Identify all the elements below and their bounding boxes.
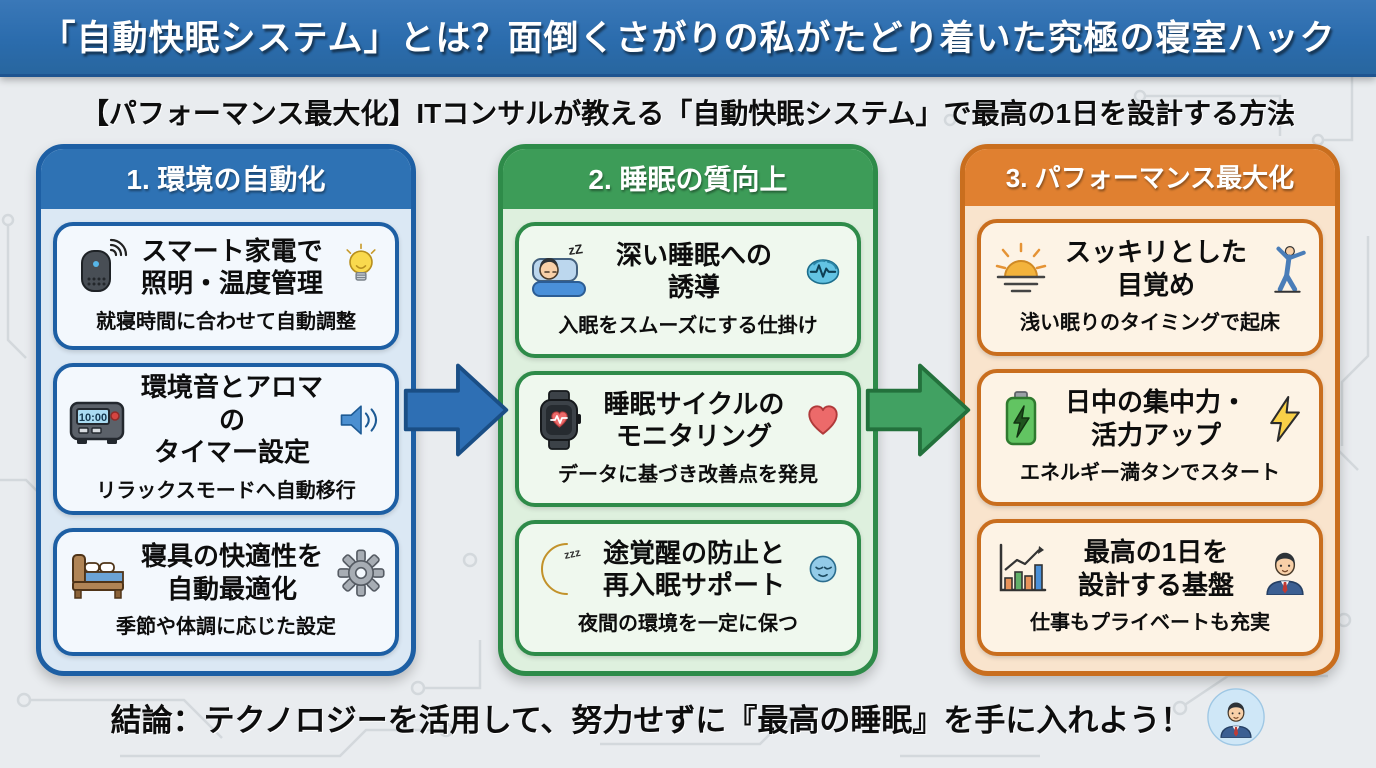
light-bulb-icon bbox=[346, 243, 376, 281]
card-title: 睡眠サイクルの モニタリング bbox=[603, 388, 785, 452]
panel-header: 2. 睡眠の質向上 bbox=[503, 149, 873, 209]
card-row: スマート家電で 照明・温度管理 bbox=[65, 235, 387, 300]
card-row: 10:00 環境音とアロマの タイマー設定 bbox=[65, 371, 387, 469]
card-row: 最高の1日を 設計する基盤 bbox=[989, 536, 1311, 601]
battery-icon bbox=[1005, 390, 1037, 445]
card-row: 日中の集中力・ 活力アップ bbox=[989, 386, 1311, 451]
panel-body: スマート家電で 照明・温度管理 bbox=[41, 209, 411, 671]
lightning-bolt-icon bbox=[1270, 395, 1300, 442]
card-title: 最高の1日を 設計する基盤 bbox=[1077, 537, 1234, 600]
stretching-person-icon bbox=[1274, 245, 1306, 293]
panel-body: スッキリとした 目覚め 浅い眠りのタイミングで起床 bbox=[965, 206, 1335, 671]
digital-clock-icon: 10:00 bbox=[69, 401, 125, 444]
card-row: zZ 深い睡眠への 誘導 bbox=[527, 239, 849, 304]
card-refreshing-wakeup: スッキリとした 目覚め 浅い眠りのタイミングで起床 bbox=[977, 219, 1323, 356]
consultant-avatar-icon bbox=[1207, 688, 1266, 746]
gear-icon bbox=[337, 549, 385, 597]
smart-speaker-icon bbox=[81, 239, 128, 293]
card-caption: 浅い眠りのタイミングで起床 bbox=[1020, 312, 1280, 334]
card-row: 寝具の快適性を 自動最適化 bbox=[65, 540, 387, 605]
card-title: スマート家電で 照明・温度管理 bbox=[140, 235, 323, 299]
arrow-right-green-icon bbox=[865, 363, 971, 457]
card-sound-aroma-timer: 10:00 環境音とアロマの タイマー設定 bbox=[53, 363, 399, 515]
arrow-wrap bbox=[865, 144, 971, 676]
card-daytime-focus-energy: 日中の集中力・ 活力アップ エネルギー満タンでスタート bbox=[977, 369, 1323, 506]
title-bar: 「自動快眠システム」とは？面倒くさがりの私がたどり着いた究極の寝室ハック bbox=[0, 0, 1376, 77]
main-title: 「自動快眠システム」とは？面倒くさがりの私がたどり着いた究極の寝室ハック bbox=[40, 19, 1336, 58]
card-caption: 季節や体調に応じた設定 bbox=[116, 616, 336, 639]
panel-header: 1. 環境の自動化 bbox=[41, 149, 411, 209]
card-title: 寝具の快適性を 自動最適化 bbox=[140, 541, 323, 604]
card-smart-appliance: スマート家電で 照明・温度管理 bbox=[53, 222, 399, 351]
card-title: 深い睡眠への 誘導 bbox=[615, 239, 772, 303]
card-night-waking-prevention: zzz 途覚醒の防止と 再入眠サポート 夜間の環境を一定に保つ bbox=[515, 520, 861, 656]
card-caption: データに基づき改善点を発見 bbox=[558, 463, 818, 486]
subtitle: 【パフォーマンス最大化】ITコンサルが教える「自動快眠システム」で最高の1日を設… bbox=[80, 98, 1296, 129]
panel-header: 3. パフォーマンス最大化 bbox=[965, 149, 1335, 206]
card-caption: 仕事もプライベートも充実 bbox=[1030, 612, 1270, 634]
card-row: 睡眠サイクルの モニタリング bbox=[527, 388, 849, 453]
speaker-sound-icon bbox=[340, 405, 378, 435]
arrow-wrap bbox=[403, 144, 509, 676]
columns-section: 1. 環境の自動化 bbox=[0, 136, 1376, 676]
card-sleep-cycle-monitoring: 睡眠サイクルの モニタリング データに基づき改善点を発見 bbox=[515, 371, 861, 507]
card-row: zzz 途覚醒の防止と 再入眠サポート bbox=[527, 537, 849, 602]
sleepy-face-icon bbox=[809, 555, 837, 583]
sunrise-icon bbox=[995, 242, 1047, 292]
footer-conclusion-bar: 結論：テクノロジーを活用して、努力せずに『最高の睡眠』を手に入れよう！ bbox=[0, 676, 1376, 746]
heart-icon bbox=[808, 405, 838, 435]
panel-performance-max: 3. パフォーマンス最大化 bbox=[960, 144, 1340, 676]
brain-icon bbox=[806, 259, 840, 285]
card-caption: リラックスモードへ自動移行 bbox=[96, 479, 356, 502]
card-deep-sleep: zZ 深い睡眠への 誘導 bbox=[515, 222, 861, 358]
panel-environment-automation: 1. 環境の自動化 bbox=[36, 144, 416, 676]
card-title: 日中の集中力・ 活力アップ bbox=[1064, 387, 1247, 450]
card-title: 途覚醒の防止と 再入眠サポート bbox=[602, 537, 785, 601]
card-caption: 就寝時間に合わせて自動調整 bbox=[96, 310, 356, 333]
zz-label: zZ bbox=[567, 241, 583, 258]
conclusion-text: 結論：テクノロジーを活用して、努力せずに『最高の睡眠』を手に入れよう！ bbox=[110, 702, 1192, 738]
crescent-moon-icon: zzz bbox=[541, 543, 582, 595]
bar-chart-icon bbox=[999, 543, 1047, 591]
clock-time-label: 10:00 bbox=[79, 412, 107, 424]
smartwatch-icon bbox=[540, 390, 581, 450]
card-caption: 入眠をスムーズにする仕掛け bbox=[558, 314, 818, 337]
card-title: 環境音とアロマの タイマー設定 bbox=[140, 372, 323, 468]
businessman-icon bbox=[1266, 551, 1304, 595]
sleeping-person-icon: zZ bbox=[532, 241, 586, 297]
card-bedding-optimization: 寝具の快適性を 自動最適化 bbox=[53, 527, 399, 656]
panel-body: zZ 深い睡眠への 誘導 bbox=[503, 209, 873, 671]
card-row: スッキリとした 目覚め bbox=[989, 236, 1311, 301]
bed-icon bbox=[72, 553, 124, 599]
card-caption: 夜間の環境を一定に保つ bbox=[578, 612, 798, 635]
card-best-day-foundation: 最高の1日を 設計する基盤 仕事もプライベートも充実 bbox=[977, 519, 1323, 656]
panel-sleep-quality: 2. 睡眠の質向上 zZ 深い睡眠への 誘導 bbox=[498, 144, 878, 676]
card-title: スッキリとした 目覚め bbox=[1064, 237, 1247, 300]
card-caption: エネルギー満タンでスタート bbox=[1020, 462, 1280, 484]
arrow-right-blue-icon bbox=[403, 363, 509, 457]
zzz-label: zzz bbox=[563, 547, 582, 562]
